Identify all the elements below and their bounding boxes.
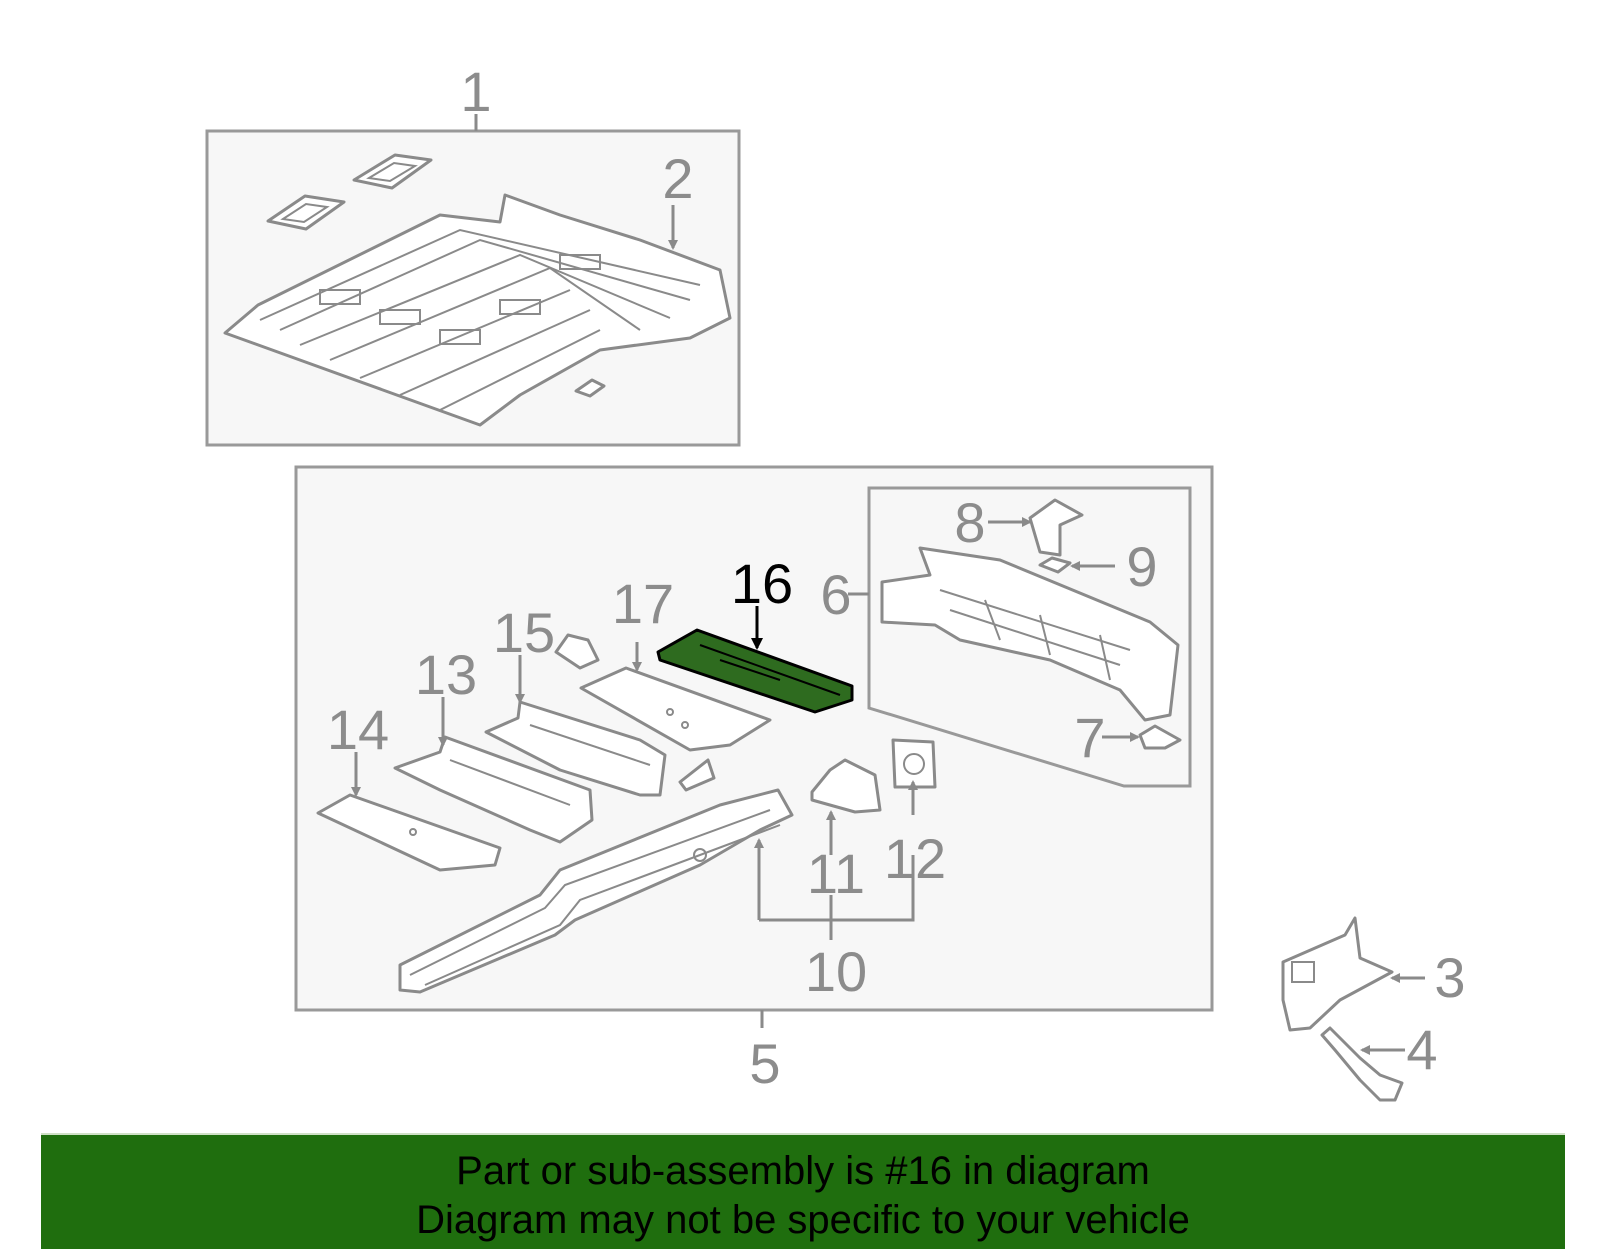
part-15-crossmember[interactable] [484, 700, 667, 797]
part-4-brace[interactable] [1320, 1026, 1404, 1102]
callout-1: 1 [460, 60, 491, 123]
part-bracket-7[interactable] [1138, 724, 1182, 750]
callout-11: 11 [807, 842, 865, 905]
callout-8: 8 [954, 491, 985, 554]
banner-line-1: Part or sub-assembly is #16 in diagram [456, 1149, 1150, 1193]
part-17-panel[interactable] [579, 666, 772, 792]
callout-15: 15 [493, 601, 555, 664]
part-13-crossmember[interactable] [393, 735, 594, 844]
callout-10: 10 [805, 940, 867, 1003]
info-banner: Part or sub-assembly is #16 in diagram D… [41, 1133, 1565, 1249]
parts-diagram: 1 2 3 4 5 6 7 8 9 10 11 12 13 14 15 16 1… [205, 60, 1466, 1102]
part-floor-plug-a[interactable] [266, 194, 346, 231]
banner-line-2: Diagram may not be specific to your vehi… [416, 1198, 1190, 1242]
part-bracket-8[interactable] [1028, 498, 1084, 557]
callout-4: 4 [1406, 1018, 1437, 1081]
part-floor-plug-b[interactable] [352, 153, 433, 190]
part-10-side-rail[interactable] [398, 788, 794, 994]
callout-12: 12 [884, 827, 946, 890]
callout-3: 3 [1434, 946, 1465, 1009]
part-12-plate[interactable] [891, 738, 937, 789]
callout-14: 14 [327, 698, 389, 761]
callout-7: 7 [1074, 706, 1105, 769]
leader-10-bracket [759, 855, 915, 922]
callout-16: 16 [731, 552, 793, 615]
part-floor-clip[interactable] [574, 378, 606, 398]
callout-17: 17 [612, 572, 674, 635]
part-11-bracket[interactable] [810, 758, 882, 814]
part-14-plate[interactable] [316, 793, 502, 872]
part-15-bracket[interactable] [554, 633, 600, 670]
part-3-side-bracket[interactable] [1281, 916, 1394, 1032]
part-16-crossmember[interactable] [656, 628, 854, 714]
callout-2: 2 [662, 147, 693, 210]
part-rear-panel[interactable] [880, 546, 1180, 722]
callout-5: 5 [749, 1032, 780, 1095]
callout-6: 6 [820, 563, 851, 626]
callout-9: 9 [1126, 535, 1157, 598]
callout-13: 13 [415, 643, 477, 706]
part-floor-pan[interactable] [223, 193, 732, 427]
